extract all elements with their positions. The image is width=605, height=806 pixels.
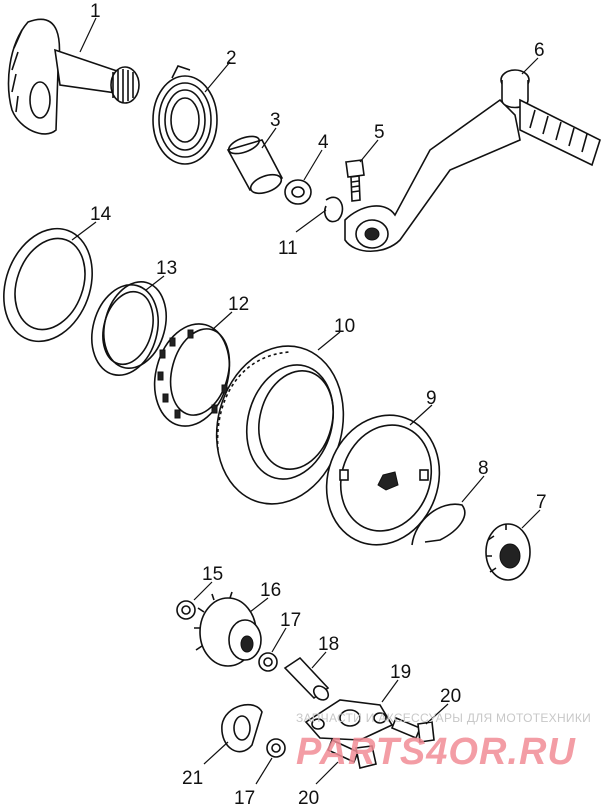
part-5-bolt [345,159,365,202]
leader-lines [71,17,541,785]
part-13-bushing [91,280,167,376]
callout-19: 19 [390,662,411,683]
callout-20: 20 [440,686,461,707]
part-9-clutch-plate [325,414,441,546]
callout-5: 5 [374,122,385,143]
callout-9: 9 [426,388,437,409]
callout-17: 17 [280,610,301,631]
part-12-roller-cage [153,323,231,427]
part-4-washer [284,179,312,205]
callout-4: 4 [318,132,329,153]
callout-15: 15 [202,564,223,585]
callout-20-bottom: 20 [298,788,319,806]
part-19-retainer-plate [304,699,394,741]
part-15-washer [176,600,196,620]
callout-3: 3 [270,110,281,131]
callout-numbers: 1 2 3 4 5 6 7 8 9 10 11 12 13 14 15 16 1… [90,1,547,806]
part-6-kick-lever [344,69,601,252]
watermark: ЗАПЧАСТИ И АКСЕССУАРЫ ДЛЯ МОТОТЕХНИКИ PA… [296,711,591,773]
callout-11: 11 [278,238,298,259]
callout-8: 8 [478,458,489,479]
callout-12: 12 [228,294,249,315]
part-20-bolt-lower [326,738,377,769]
part-17-washer-top [258,652,278,672]
watermark-tagline: ЗАПЧАСТИ И АКСЕССУАРЫ ДЛЯ МОТОТЕХНИКИ [296,711,591,725]
part-11-circlip [323,196,344,223]
callout-7: 7 [536,492,547,513]
watermark-brand: PARTS4OR.RU [296,731,576,773]
part-14-thrust-ring [3,227,93,343]
part-16-idler-gear [194,591,262,667]
callout-6: 6 [534,40,545,61]
part-2-return-spring [152,65,218,165]
callout-2: 2 [226,48,237,69]
part-18-idler-pin [283,656,330,701]
callout-17-bottom: 17 [234,788,255,806]
callout-18: 18 [318,634,339,655]
part-3-collar [226,135,284,195]
part-1-kick-spindle [7,18,140,135]
callout-16: 16 [260,580,281,601]
part-7-drive-gear [485,523,531,581]
part-21-lock-plate [221,703,263,753]
part-10-ring-gear [215,345,345,505]
callout-1: 1 [90,1,101,22]
part-17-washer-bottom [266,738,286,758]
callout-21: 21 [182,768,203,789]
part-8-clip [411,503,466,546]
callout-14: 14 [90,204,112,225]
callout-10: 10 [334,316,355,337]
callout-13: 13 [156,258,177,279]
